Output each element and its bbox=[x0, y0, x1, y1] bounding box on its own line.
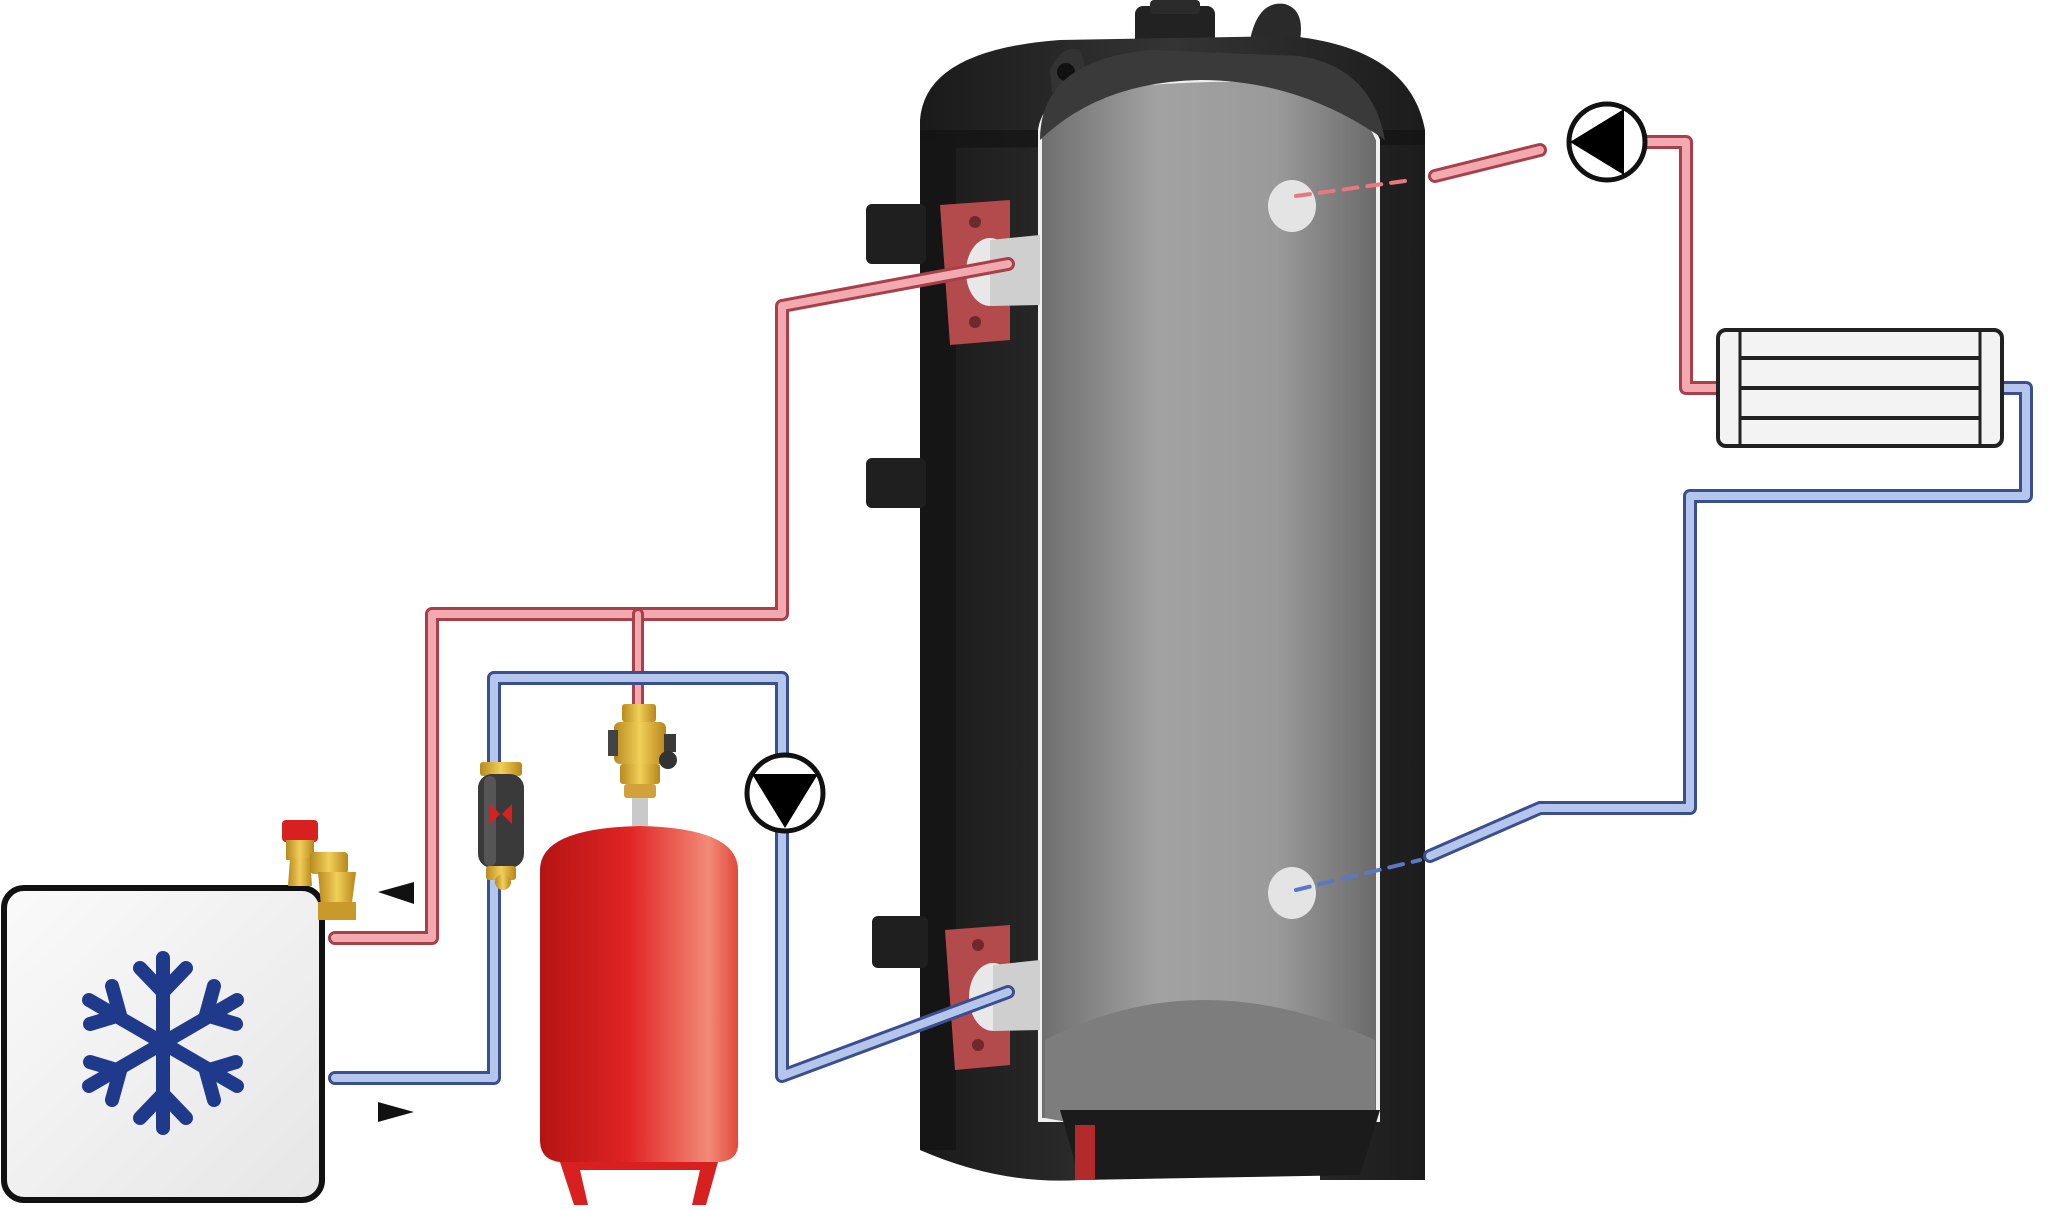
sensor-port-cold bbox=[1268, 867, 1316, 919]
pump-arrow-down-icon bbox=[752, 774, 818, 828]
pipe-return-to-chiller bbox=[328, 671, 1015, 1085]
brass-fill-valve bbox=[608, 704, 677, 826]
dirt-separator bbox=[478, 762, 524, 890]
port-nozzle bbox=[866, 458, 926, 508]
pump-secondary bbox=[1566, 101, 1648, 183]
safety-valve bbox=[282, 820, 356, 920]
pipe-secondary-return bbox=[1294, 381, 2033, 892]
pipe-supply-to-tank bbox=[328, 257, 1015, 945]
tank-skirt-red bbox=[1075, 1125, 1095, 1180]
flow-in-arrow bbox=[378, 1102, 414, 1122]
port-nozzle bbox=[866, 204, 926, 264]
flow-out-arrow bbox=[378, 882, 414, 904]
pump-primary bbox=[744, 752, 826, 834]
tank-interior bbox=[1038, 77, 1380, 1122]
top-fitting-lip bbox=[1150, 0, 1200, 14]
pump-arrow-left-icon bbox=[1570, 109, 1624, 175]
interior-floor bbox=[1045, 1000, 1375, 1134]
pipe-secondary-flow bbox=[1294, 135, 1725, 395]
port-nozzle bbox=[872, 916, 928, 968]
tank-skirt bbox=[1060, 1110, 1380, 1180]
interior-hood bbox=[1040, 50, 1385, 140]
expansion-vessel bbox=[540, 826, 739, 1205]
top-handle bbox=[1250, 3, 1301, 40]
sensor-port-hot bbox=[1268, 180, 1316, 232]
buffer-tank bbox=[866, 0, 1425, 1181]
fan-coil-unit bbox=[1716, 328, 2004, 448]
snowflake-icon bbox=[82, 951, 244, 1135]
chiller-unit bbox=[1, 885, 325, 1203]
